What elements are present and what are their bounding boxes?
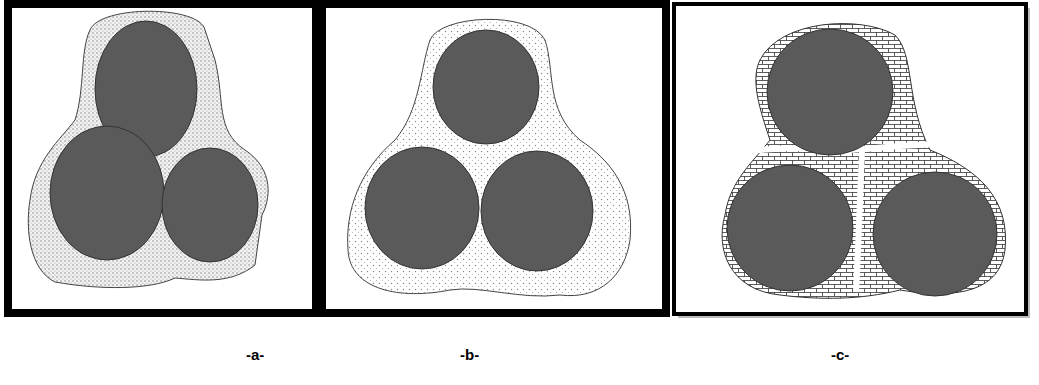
conductor [481,151,593,271]
filler-blob [348,19,631,296]
conductor [767,29,893,155]
panel-label: -b- [460,346,479,363]
panel-a [8,4,316,313]
filler-blob [28,11,268,287]
conductor [162,148,258,262]
panel-label: -a- [246,346,264,363]
panel-c [674,4,1030,318]
panel-label: -c- [831,346,849,363]
conductor [50,126,164,260]
conductor [433,30,539,144]
conductor [365,147,479,269]
conductor [727,165,853,291]
conductor [873,172,997,296]
crack [856,152,862,292]
panel-b [322,4,666,313]
filler-blob [722,24,1005,299]
